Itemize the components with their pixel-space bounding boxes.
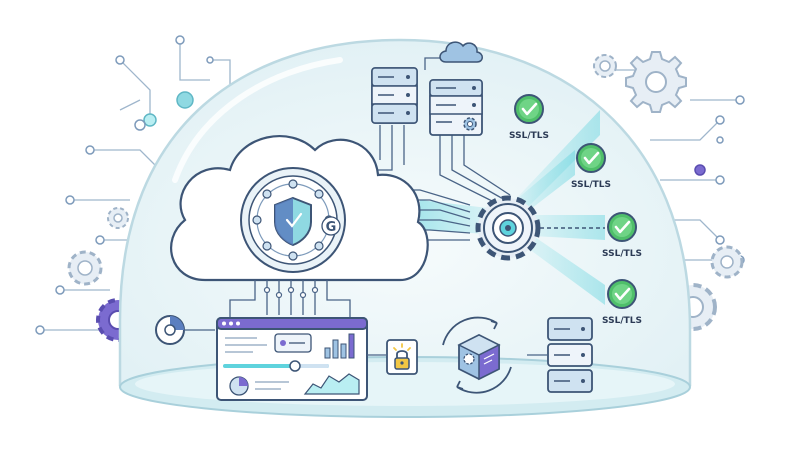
check-icon <box>614 287 631 301</box>
ssl-badge-label: SSL/TLS <box>602 316 642 326</box>
gear-icon <box>463 353 475 365</box>
ssl-badge-label: SSL/TLS <box>571 180 611 190</box>
gear-icon <box>475 195 541 261</box>
outer-circuit-nodes-left <box>35 35 214 335</box>
gear-icon <box>107 207 129 229</box>
ssl-badge: SSL/TLS <box>571 143 611 190</box>
gear-icon <box>625 51 687 113</box>
gear-icon <box>463 117 477 131</box>
check-icon <box>583 151 600 165</box>
gear-icon <box>67 250 103 286</box>
ssl-badge-label: SSL/TLS <box>602 249 642 259</box>
ssl-badge: SSL/TLS <box>602 279 642 326</box>
security-badge: G <box>240 167 346 273</box>
check-icon <box>614 220 631 234</box>
target-node <box>155 315 185 345</box>
server-rack-icon <box>371 67 418 124</box>
cube-icon <box>442 316 512 394</box>
check-icon <box>521 102 538 116</box>
server-rack-icon <box>547 317 593 393</box>
g-letter-mark: G <box>321 216 341 236</box>
server-rack-icon <box>429 79 483 136</box>
dome-highlight <box>172 57 343 183</box>
ssl-badge: SSL/TLS <box>509 94 549 141</box>
gear-icon <box>710 245 744 279</box>
g-letter: G <box>326 220 337 235</box>
ssl-badge: SSL/TLS <box>602 212 642 259</box>
outer-circuit-nodes-right <box>694 95 745 265</box>
server-traces <box>360 57 511 206</box>
dashboard-window-icon <box>216 317 368 401</box>
gear-icon <box>593 54 617 78</box>
small-cloud-icon <box>439 41 483 63</box>
padlock-icon <box>386 339 418 375</box>
shield-icon <box>274 196 312 247</box>
ssl-badge-label: SSL/TLS <box>509 131 549 141</box>
